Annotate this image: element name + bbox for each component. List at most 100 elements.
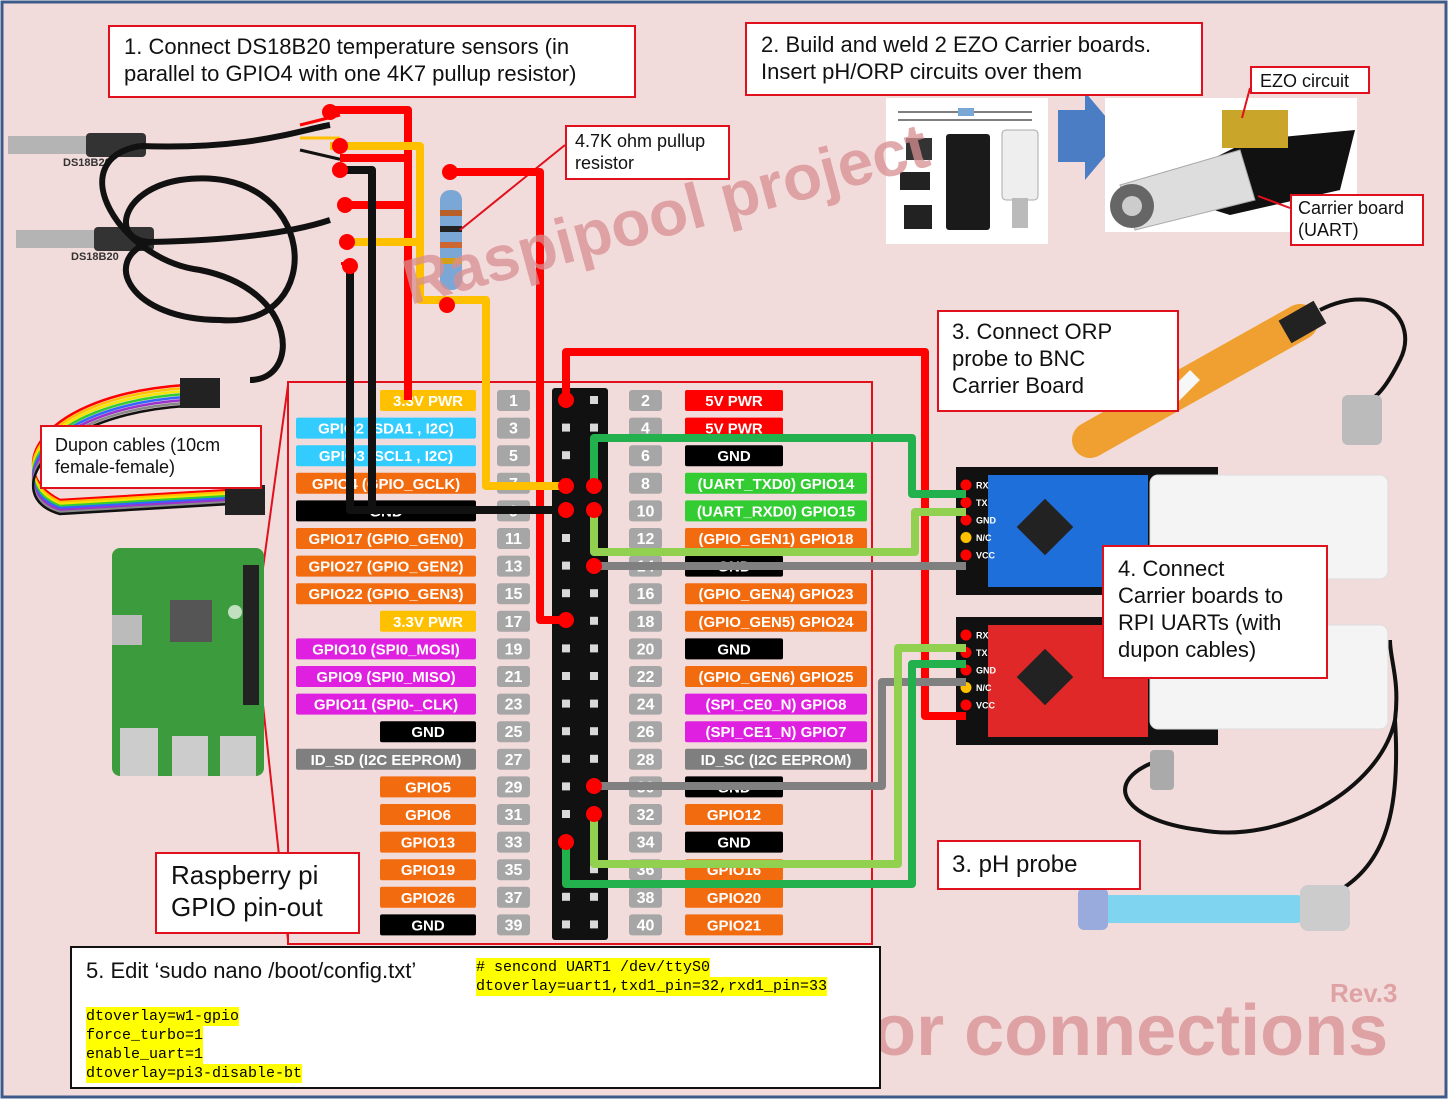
pin-label-box: [685, 528, 867, 549]
pin-number-box: [497, 555, 530, 577]
pullup-resistor: [440, 190, 462, 290]
dupon-connector: [180, 378, 220, 408]
header-pin: [590, 727, 598, 736]
carrier-pin-label: TX: [976, 498, 988, 508]
pin-label-box: [685, 638, 783, 660]
raspberry-pi-board: [112, 548, 264, 776]
header-pin: [590, 423, 598, 432]
orp-bnc-plug: [1342, 395, 1382, 445]
config-line: force_turbo=1: [86, 1026, 204, 1045]
pin-number-box: [497, 721, 530, 743]
pin-label: GPIO21: [707, 917, 761, 934]
pin-number: 22: [637, 669, 655, 686]
rpi-pcb: [112, 548, 264, 776]
header-pin: [562, 920, 570, 929]
pin-label: 3.3V PWR: [393, 614, 463, 631]
header-pin: [562, 561, 570, 570]
pin-number-box: [629, 638, 662, 660]
pin-label: GND: [411, 917, 445, 934]
sensor-probe: [16, 230, 96, 248]
orp-probe: [1072, 297, 1408, 458]
pin-number-box: [629, 748, 662, 770]
wire-junction-dot: [558, 612, 574, 628]
pin-number-box: [497, 583, 530, 605]
pin-number: 23: [505, 697, 523, 714]
pin-label: GPIO20: [707, 890, 761, 907]
header-pin: [590, 699, 598, 708]
header-pin: [562, 782, 570, 791]
kit-carrier-pcb: [946, 134, 990, 230]
carrier-pin: [960, 514, 972, 526]
pin-label: GPIO22 (GPIO_GEN3): [308, 586, 463, 603]
pin-label: 5V PWR: [705, 421, 763, 438]
pin-label: (SPI_CE0_N) GPIO8: [706, 697, 847, 714]
carrier-pin: [960, 629, 972, 641]
kit-resistor: [958, 108, 974, 116]
pin-label: GPIO11 (SPI0-_CLK): [314, 697, 458, 714]
kit-bnc-pin: [1012, 198, 1028, 228]
pin-number-box: [629, 693, 662, 715]
pin-label-box: [380, 610, 476, 632]
header-pin: [590, 754, 598, 763]
pin-number-box: [629, 721, 662, 743]
carrier-pin-label: RX: [976, 481, 989, 491]
pin-number-box: [629, 500, 662, 522]
pin-number-box: [497, 804, 530, 825]
wire-junction-dot: [339, 234, 355, 250]
pin-number: 34: [637, 835, 655, 852]
ph-probe: [1078, 639, 1399, 931]
sensor-label: DS18B20: [71, 251, 119, 263]
pin-number: 13: [505, 559, 523, 576]
pin-number-box: [497, 693, 530, 715]
pin-number: 19: [505, 641, 523, 658]
kit-header: [900, 172, 930, 190]
carrier-pin-label: VCC: [976, 701, 996, 711]
uart-config-lines: # sencond UART1 /dev/ttyS0 dtoverlay=uar…: [476, 958, 828, 996]
pin-label-box: [380, 804, 476, 825]
header-pin: [590, 892, 598, 901]
pinout-zoom-line: [262, 384, 289, 569]
pin-label: ID_SC (I2C EEPROM): [701, 752, 852, 769]
pin-label: GPIO13: [401, 835, 455, 852]
step2-callout: 2. Build and weld 2 EZO Carrier boards.I…: [745, 22, 1203, 96]
pin-label: (GPIO_GEN4) GPIO23: [698, 586, 853, 603]
pin-number: 16: [637, 586, 655, 603]
wire-junction-dot: [342, 258, 358, 274]
pin-number-box: [497, 831, 530, 853]
gpio-header: [552, 388, 608, 940]
dupon-connector: [225, 485, 265, 515]
pin-label-box: [685, 390, 783, 411]
wire-junction-dot: [558, 392, 574, 408]
pin-label: GND: [717, 641, 751, 658]
pin-label-box: [380, 914, 476, 936]
pin-label-box: [296, 555, 476, 577]
pin-label-box: [685, 445, 783, 467]
sensor-lead: [299, 148, 341, 161]
config-line: dtoverlay=pi3-disable-bt: [86, 1064, 303, 1083]
pin-label: GPIO19: [401, 862, 455, 879]
pin-label: (UART_TXD0) GPIO14: [698, 476, 855, 493]
sensor-cable: [122, 175, 331, 324]
pin-number-box: [629, 610, 662, 632]
wire-junction-dot: [439, 297, 455, 313]
pin-label-box: [296, 666, 476, 687]
wire: [562, 660, 966, 888]
pin-label-box: [685, 804, 783, 825]
sensor-probe: [8, 136, 88, 154]
pin-number-box: [629, 417, 662, 439]
carrier-pin: [960, 699, 972, 711]
pin-number-box: [497, 528, 530, 549]
pin-label-box: [685, 417, 783, 439]
ezo-pointer: [1241, 87, 1251, 119]
pin-number: 31: [505, 807, 523, 824]
resistor-band: [440, 258, 462, 264]
wire-junction-dot: [586, 478, 602, 494]
pin-number: 40: [637, 917, 655, 934]
header-pin: [562, 672, 570, 680]
ph-probe-cap: [1300, 885, 1350, 931]
pin-number-box: [629, 390, 662, 411]
pin-label-box: [685, 693, 867, 715]
